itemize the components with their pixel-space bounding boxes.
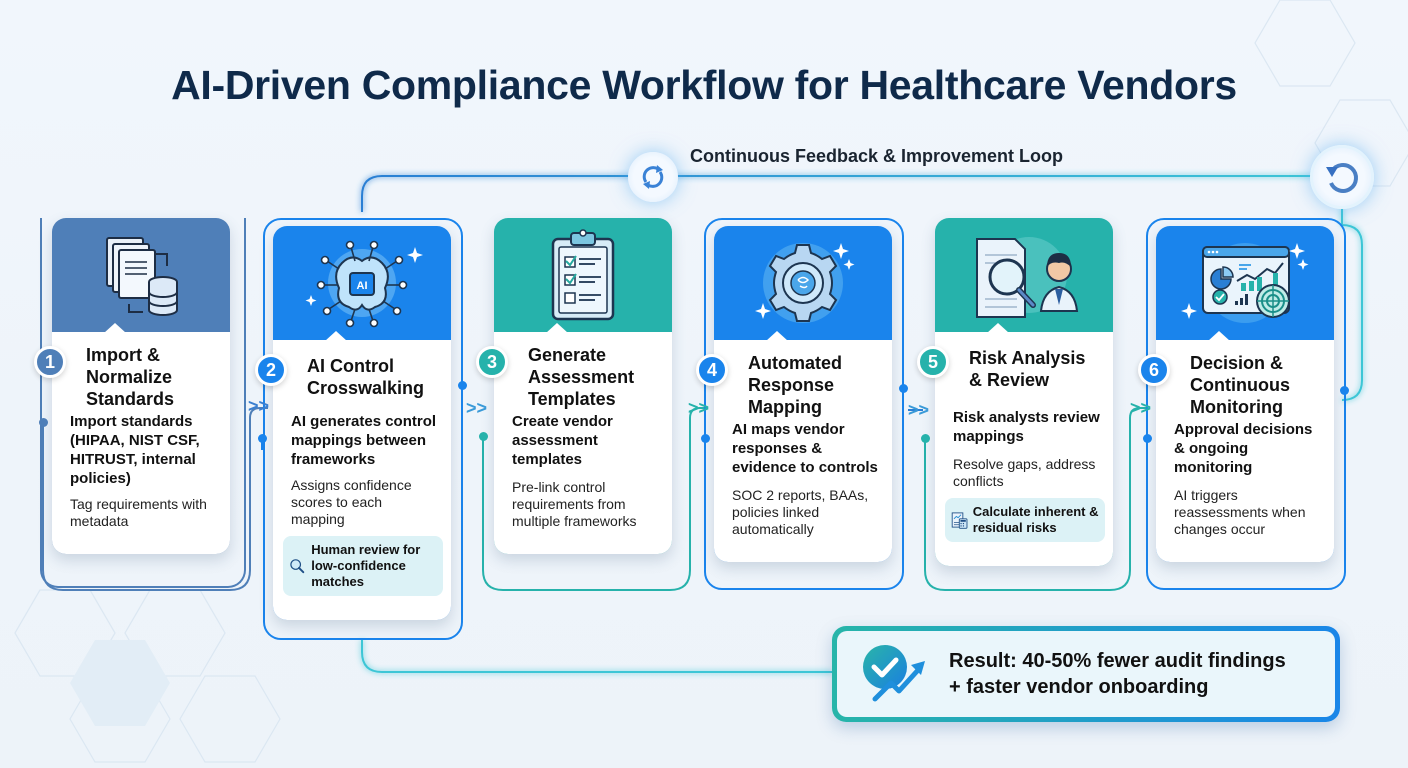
report-calculator-icon <box>951 512 968 529</box>
arrow-5-to-6: >> <box>1130 398 1152 418</box>
step-title: Automated Response Mapping <box>748 353 842 417</box>
check-trend-up-icon <box>863 645 925 702</box>
step-note: Human review for low-confidence matches <box>283 536 443 596</box>
step-note-text: Calculate inherent & residual risks <box>972 504 1099 535</box>
step-5-card[interactable]: 5 Risk Analysis & Review Risk analysts r… <box>917 218 1131 566</box>
step-1-card[interactable]: 1 Import & Normalize Standards Import st… <box>34 218 248 554</box>
ai-brain-icon: AI <box>273 226 451 341</box>
step-6-container <box>1146 218 1346 590</box>
step-2-card[interactable]: AI 2 AI Control Crosswalk <box>255 226 469 620</box>
arrow-3-to-4: >> <box>688 398 710 418</box>
step-3-card[interactable]: 3 Generate Assessment Templates Create v… <box>476 218 690 554</box>
connector-dot <box>479 432 488 441</box>
connector-dot <box>1340 386 1349 395</box>
step-lead: Create vendor assessment templates <box>512 413 613 468</box>
dashboard-radar-icon <box>1156 226 1334 341</box>
svg-text:AI: AI <box>357 280 368 292</box>
step-number-badge: 1 <box>34 346 66 378</box>
step-title: Import & Normalize Standards <box>86 345 175 409</box>
step-lead: Risk analysts review mappings <box>953 409 1100 445</box>
connector-dot <box>1143 434 1152 443</box>
step-1-container <box>40 218 246 588</box>
analyst-document-magnifier-icon <box>935 218 1113 333</box>
page-title: AI-Driven Compliance Workflow for Health… <box>171 62 1237 108</box>
step-number-badge: 5 <box>917 346 949 378</box>
step-detail: SOC 2 reports, BAAs, policies linked aut… <box>732 487 869 537</box>
step-lead: AI generates control mappings between fr… <box>291 413 437 468</box>
step-detail: Resolve gaps, address conflicts <box>953 456 1096 489</box>
clipboard-checklist-icon <box>494 218 672 333</box>
step-detail: Pre-link control requirements from multi… <box>512 479 637 529</box>
step-detail: Tag requirements with metadata <box>70 496 207 529</box>
step-2-container <box>263 218 463 640</box>
connector-dot <box>701 434 710 443</box>
step-6-card[interactable]: 6 Decision & Continuous Monitoring Appro… <box>1138 226 1352 562</box>
step-lead: Approval decisions & ongoing monitoring <box>1174 421 1313 476</box>
connector-dot <box>39 418 48 427</box>
arrow-1-to-2: >> <box>248 396 270 416</box>
step-note-text: Human review for low-confidence matches <box>311 542 421 589</box>
step-number-badge: 6 <box>1138 354 1170 386</box>
step-number-badge: 4 <box>696 354 728 386</box>
step-note: Calculate inherent & residual risks <box>945 498 1105 542</box>
arrow-4-to-5: >> <box>908 400 930 420</box>
step-title: Decision & Continuous Monitoring <box>1190 353 1290 417</box>
step-detail: Assigns confidence scores to each mappin… <box>291 477 412 527</box>
connector-dot <box>921 434 930 443</box>
step-4-card[interactable]: 4 Automated Response Mapping AI maps ven… <box>696 226 910 562</box>
rotate-back-icon <box>1310 145 1374 209</box>
step-title: Risk Analysis & Review <box>969 348 1086 390</box>
connector-dot <box>899 384 908 393</box>
result-line-2: + faster vendor onboarding <box>949 676 1209 698</box>
step-title: AI Control Crosswalking <box>307 356 425 398</box>
step-number-badge: 2 <box>255 354 287 386</box>
result-banner: Result: 40-50% fewer audit findings + fa… <box>832 626 1340 722</box>
step-title: Generate Assessment Templates <box>528 345 635 409</box>
step-detail: AI triggers reassessments when changes o… <box>1174 487 1306 537</box>
step-4-container <box>704 218 904 590</box>
step-number-badge: 3 <box>476 346 508 378</box>
gear-network-icon <box>714 226 892 341</box>
result-line-1: Result: 40-50% fewer audit findings <box>949 650 1286 672</box>
connector-dot <box>258 434 267 443</box>
step-lead: Import standards (HIPAA, NIST CSF, HITRU… <box>70 413 200 487</box>
connector-dot <box>458 381 467 390</box>
arrow-2-to-3: >> <box>466 398 488 418</box>
refresh-cycle-icon <box>628 152 678 202</box>
step-lead: AI maps vendor responses & evidence to c… <box>732 421 878 476</box>
magnifier-icon <box>290 559 305 574</box>
loop-label: Continuous Feedback & Improvement Loop <box>690 146 1064 166</box>
documents-database-icon <box>52 218 230 333</box>
